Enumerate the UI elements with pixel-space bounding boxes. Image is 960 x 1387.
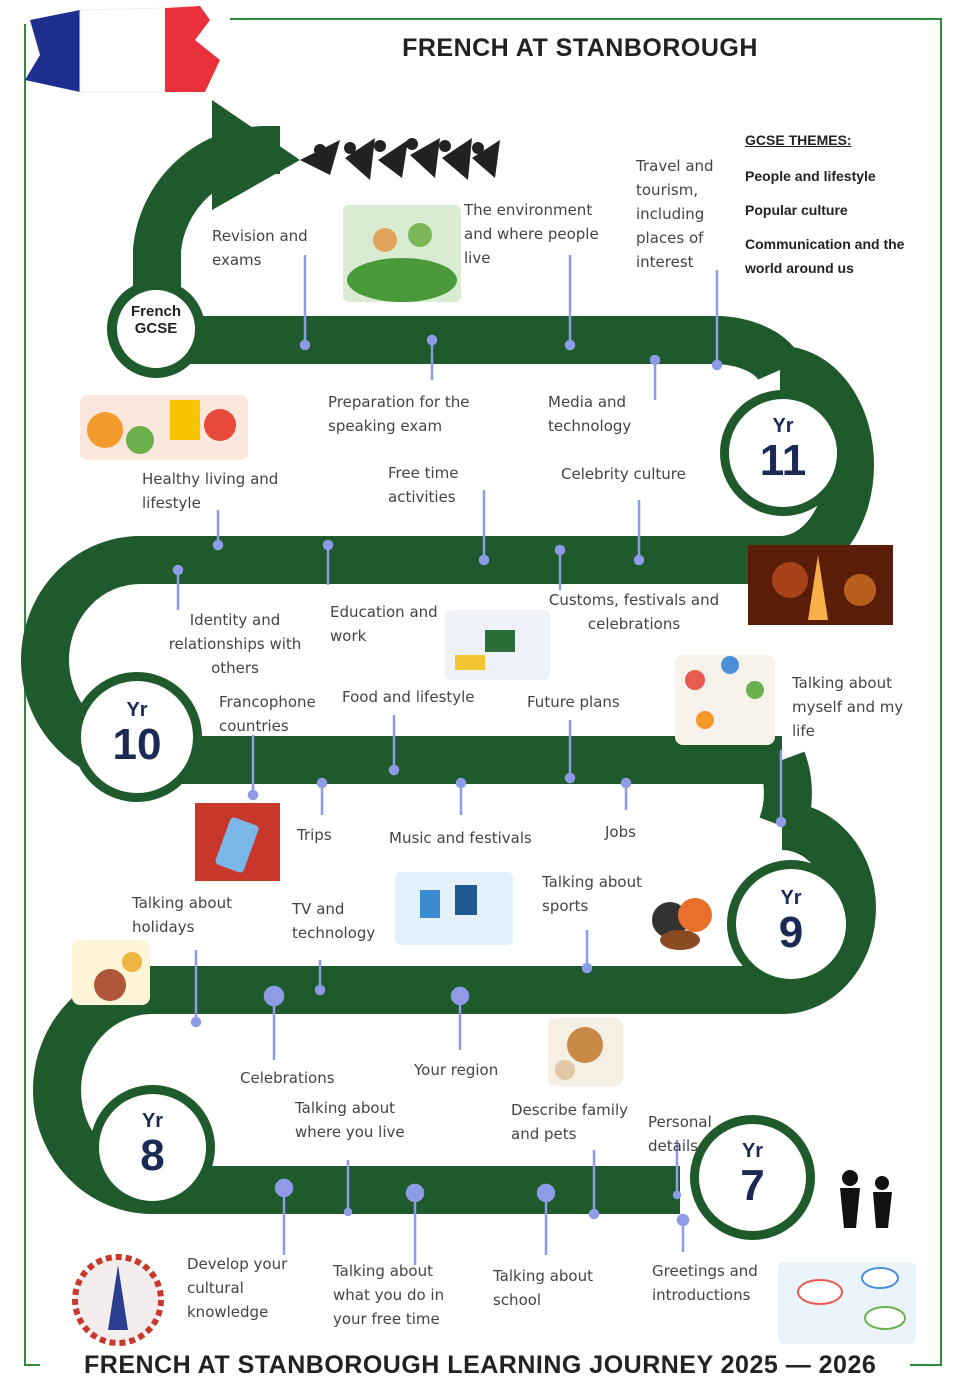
topic-cultural: Develop your cultural knowledge	[187, 1255, 288, 1321]
year-number: 10	[112, 720, 162, 769]
french-gcse-start-circle: French GCSE	[107, 280, 205, 378]
footer-title: FRENCH AT STANBOROUGH LEARNING JOURNEY 2…	[84, 1351, 877, 1379]
topic-revision: Revision and exams	[212, 227, 308, 269]
page-title: FRENCH AT STANBOROUGH	[402, 34, 758, 62]
topic-school: Talking about school	[493, 1267, 593, 1309]
topic-jobs: Jobs	[605, 823, 636, 841]
topic-holidays: Talking about holidays	[132, 894, 232, 936]
topic-future: Future plans	[527, 693, 620, 711]
year-9-circle: Yr 9	[727, 860, 855, 988]
topic-travel: Travel and tourism, including places of …	[636, 157, 714, 271]
year-11-circle: Yr 11	[720, 390, 846, 516]
french-flag-image	[25, 6, 220, 93]
year-label: Yr	[741, 1140, 764, 1162]
topic-trips: Trips	[297, 826, 332, 844]
topic-celebrity: Celebrity culture	[561, 465, 686, 483]
topic-identity: Identity and relationships with others	[168, 611, 302, 677]
year-number: 11	[759, 436, 807, 485]
gcse-theme-item: Communication and the world around us	[745, 236, 905, 276]
topic-preparation: Preparation for the speaking exam	[328, 393, 470, 435]
topic-tv: TV and technology	[292, 900, 376, 942]
year-10-circle: Yr 10	[72, 672, 202, 802]
topic-francophone: Francophone countries	[219, 693, 316, 735]
topic-celebrations: Celebrations	[240, 1069, 335, 1087]
topic-greetings: Greetings and introductions	[652, 1262, 758, 1304]
start-line1: French	[130, 303, 181, 320]
topic-environment: The environment and where people live	[464, 201, 599, 267]
year-number: 8	[140, 1131, 165, 1180]
topic-education: Education and work	[330, 603, 438, 645]
topic-food: Food and lifestyle	[342, 688, 475, 706]
year-label: Yr	[772, 415, 794, 437]
year-number: 7	[740, 1161, 765, 1210]
topic-music: Music and festivals	[389, 829, 532, 847]
year-7-circle: Yr 7	[690, 1115, 815, 1240]
gcse-themes-panel: GCSE THEMES: People and lifestyle Popula…	[745, 128, 935, 290]
topic-personal: Personal details	[648, 1113, 712, 1155]
year-8-circle: Yr 8	[90, 1085, 215, 1210]
topic-free-time: Free time activities	[388, 464, 459, 506]
topic-region: Your region	[414, 1061, 499, 1079]
year-label: Yr	[780, 887, 802, 909]
topic-sports: Talking about sports	[542, 873, 642, 915]
gcse-theme-item: Popular culture	[745, 202, 848, 218]
gcse-theme-item: People and lifestyle	[745, 168, 876, 184]
topic-customs: Customs, festivals and celebrations	[548, 591, 720, 633]
gcse-themes-heading: GCSE THEMES:	[745, 132, 852, 148]
topic-free-time-y8: Talking about what you do in your free t…	[333, 1262, 445, 1328]
topic-healthy: Healthy living and lifestyle	[142, 470, 279, 512]
year-label: Yr	[126, 699, 148, 721]
year-number: 9	[778, 908, 804, 957]
topic-where-live: Talking about where you live	[295, 1099, 405, 1141]
topic-family: Describe family and pets	[511, 1101, 628, 1143]
topic-media: Media and technology	[548, 393, 632, 435]
start-line2: GCSE	[134, 320, 178, 337]
year-label: Yr	[141, 1110, 164, 1132]
border-gap	[40, 1360, 910, 1372]
topic-myself: Talking about myself and my life	[792, 674, 904, 740]
